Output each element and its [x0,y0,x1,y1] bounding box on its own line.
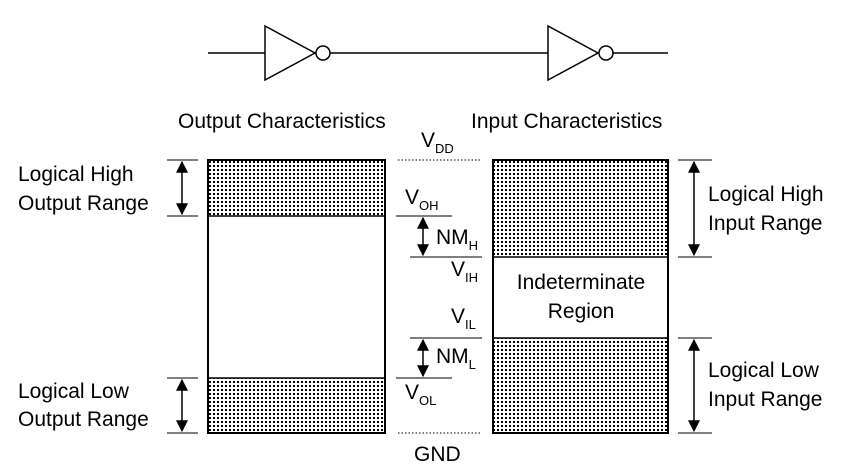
output-column-frame [207,159,386,434]
logical-low-input-label-line2: Input Range [708,388,822,411]
right-high-range: Logical High Input Range [678,159,824,258]
logical-high-output-label-line1: Logical High [18,163,134,186]
logical-high-output-label-line2: Output Range [18,192,149,215]
indeterminate-region-label-line1: Indeterminate [517,271,645,294]
vil-label: VIL [451,305,476,332]
indeterminate-region-label-line2: Region [548,300,615,323]
voltage-levels: VDD VOH NMH VIH VIL NML VOL GND [396,129,482,466]
vih-label: VIH [451,258,478,285]
left-low-range: Logical Low Output Range [18,377,198,434]
nmh-label: NMH [436,226,478,253]
logical-low-output-band [208,378,385,433]
logical-low-output-label-line1: Logical Low [18,380,130,403]
inverter-2-bubble [598,45,614,61]
output-characteristics-title: Output Characteristics [178,110,386,133]
logical-high-input-label-line1: Logical High [708,183,824,206]
vdd-label: VDD [421,129,454,156]
inverter-1-triangle [264,24,317,82]
logical-high-output-band [208,160,385,216]
inverter-1-bubble [315,45,331,61]
nml-label: NML [436,345,476,372]
logical-low-input-band [493,338,668,433]
vol-label: VOL [405,381,436,408]
input-characteristics-title: Input Characteristics [471,110,662,133]
inverter-chain [208,24,668,82]
inverter-2-triangle [547,24,600,82]
logical-high-input-band [493,160,668,257]
gnd-label: GND [414,443,461,466]
logical-high-input-label-line2: Input Range [708,212,822,235]
left-high-range: Logical High Output Range [18,159,198,217]
input-column: Indeterminate Region [492,159,669,434]
input-column-frame [492,159,669,434]
logical-low-input-label-line1: Logical Low [708,359,820,382]
right-low-range: Logical Low Input Range [678,337,822,434]
output-column [207,159,386,434]
logical-low-output-label-line2: Output Range [18,408,149,431]
voh-label: VOH [405,186,439,213]
